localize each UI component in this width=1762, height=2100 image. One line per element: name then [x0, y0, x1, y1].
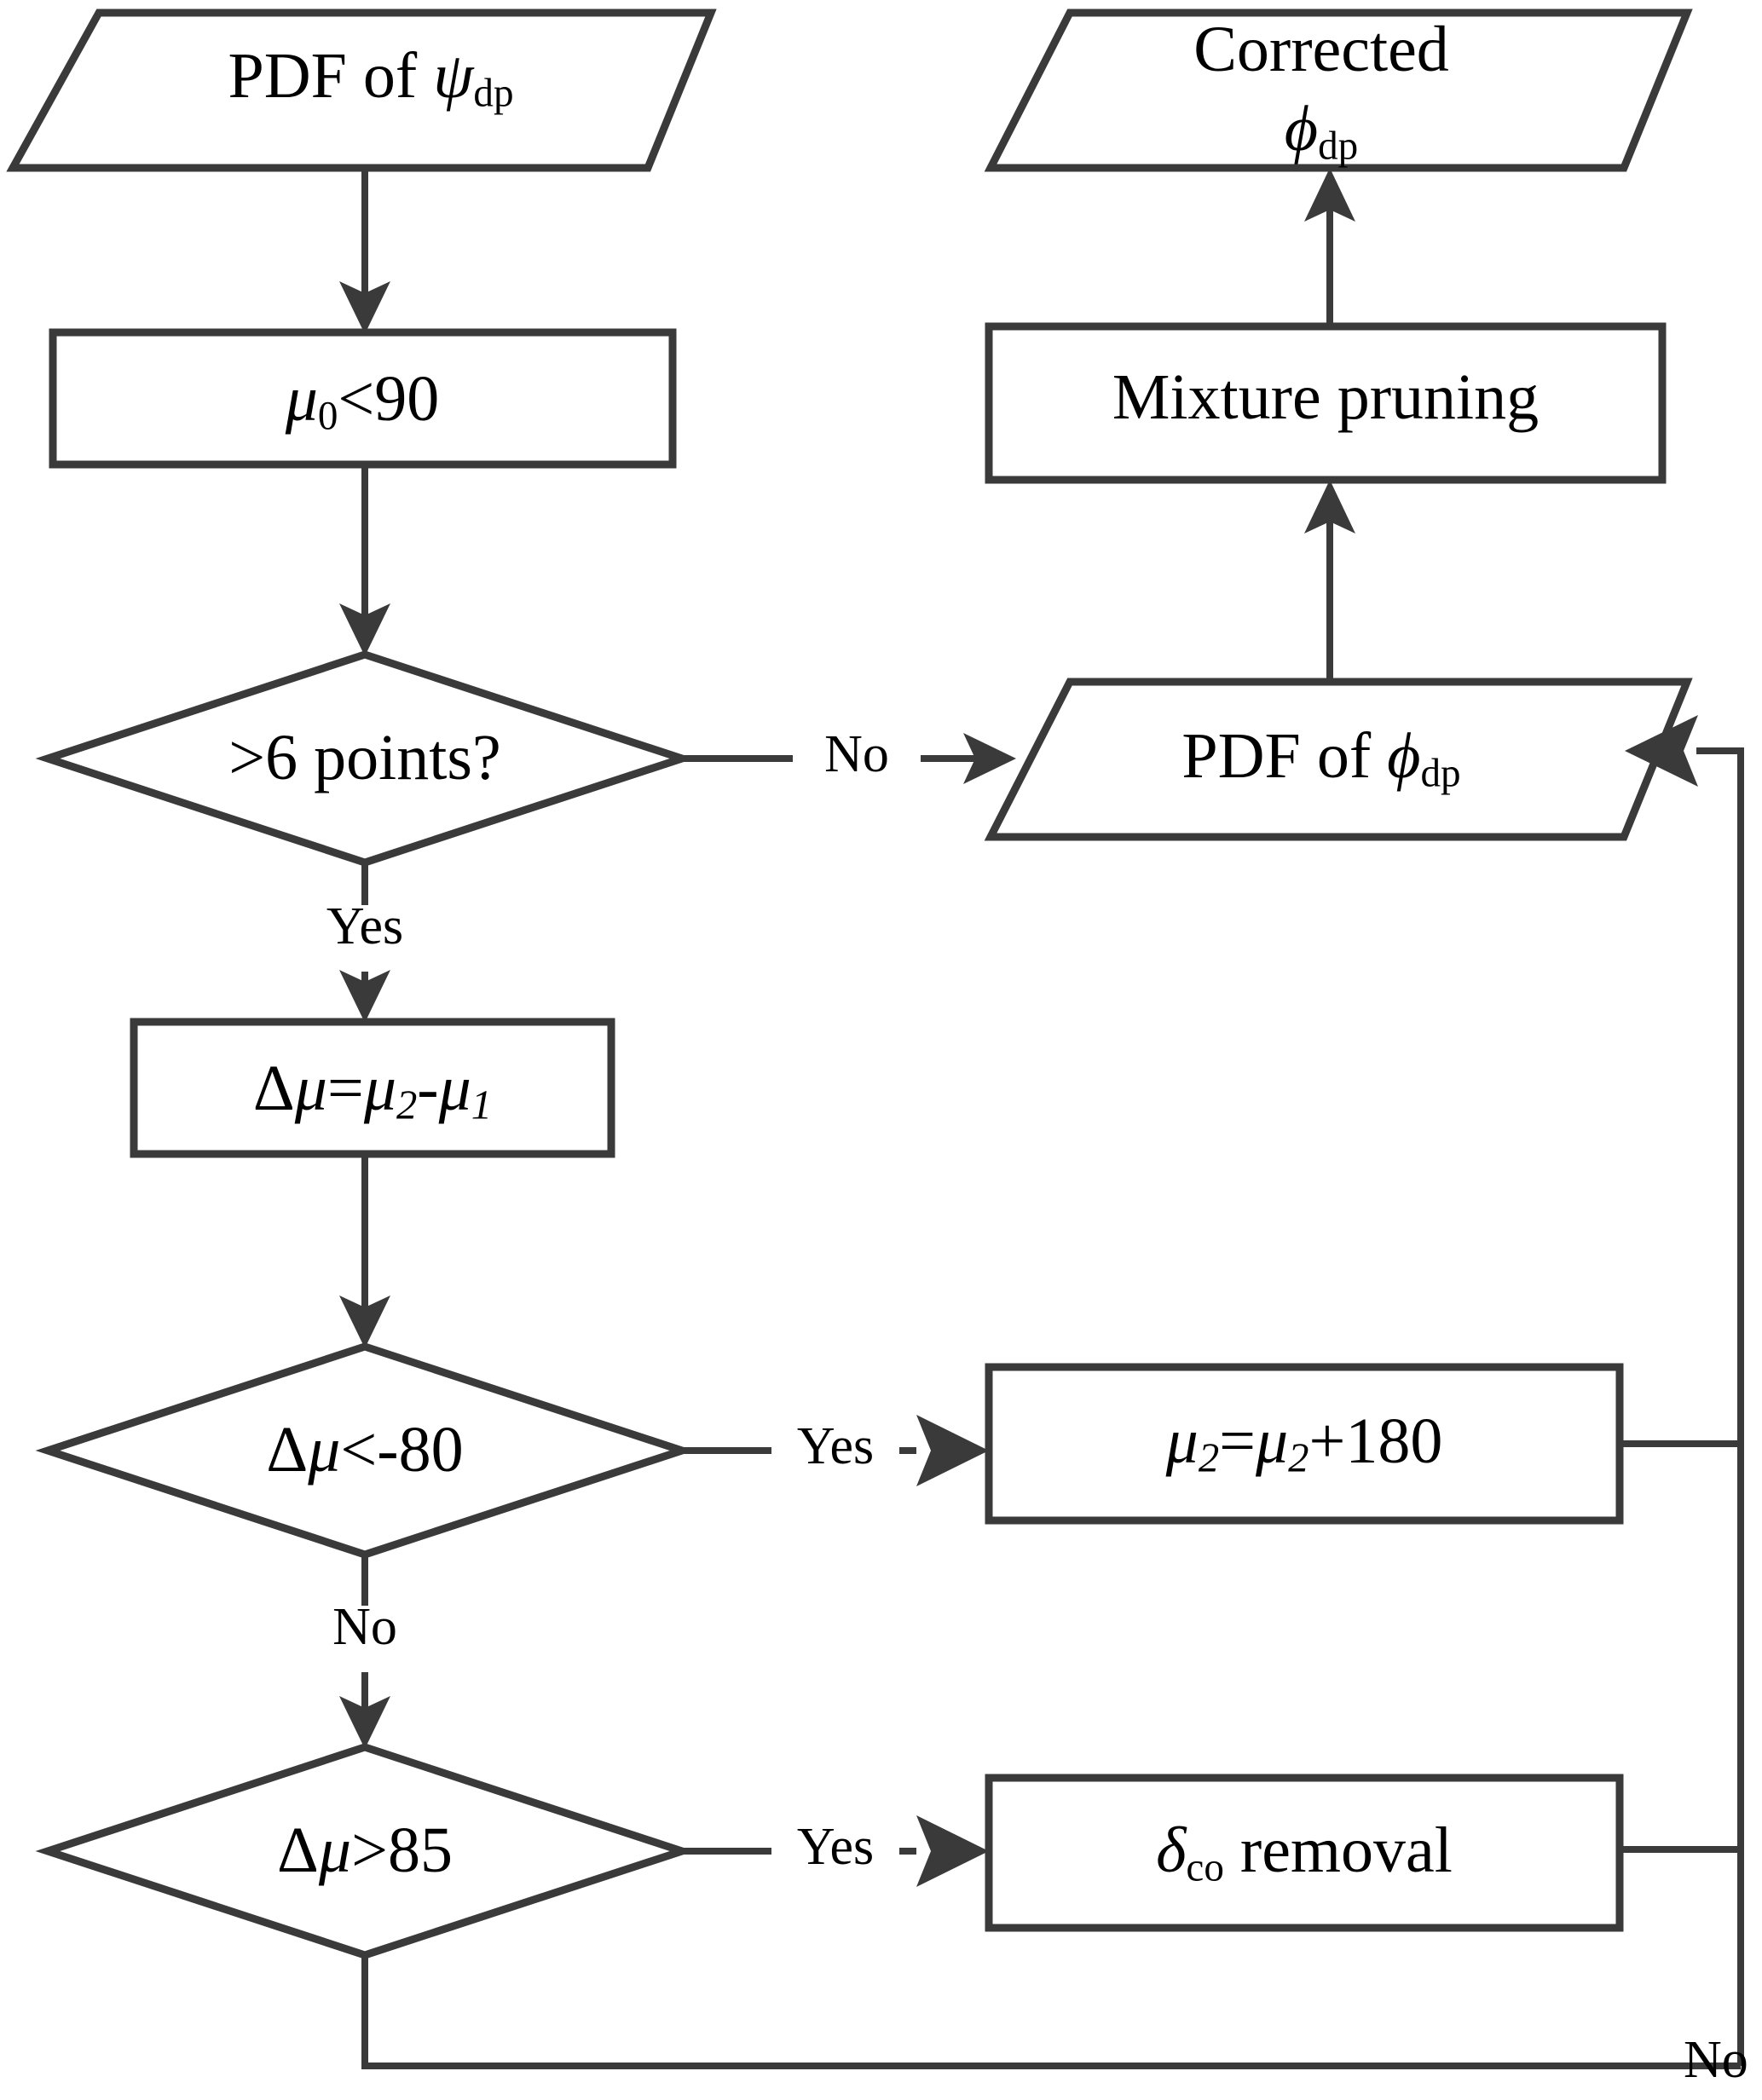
node-gt6-points-shape[interactable]: [35, 650, 695, 867]
arrowhead-lt80-yes: [916, 1415, 989, 1486]
arrowhead-psi-to-mu0: [339, 281, 390, 334]
arrowhead-lt80-no: [339, 1696, 390, 1749]
node-delta-mu-def-shape[interactable]: [130, 1018, 615, 1158]
arrowhead-deltamu-to-lt80: [339, 1295, 390, 1348]
arrowhead-gt6-yes: [339, 970, 390, 1023]
node-pdf-psi-dp-shape[interactable]: [6, 9, 717, 172]
node-delta-mu-lt-neg80-shape[interactable]: [35, 1342, 695, 1559]
edge-return-bus: [1696, 747, 1744, 2066]
edge-label-gt6-yes: Yes: [326, 897, 404, 955]
node-delta-co-removal-shape[interactable]: [985, 1774, 1624, 1932]
arrowhead-gt85-yes: [916, 1815, 989, 1887]
node-corrected-phi-dp-shape[interactable]: [984, 9, 1693, 172]
edge-label-lt80-yes: Yes: [796, 1417, 875, 1475]
edge-label-lt80-no: No: [332, 1598, 397, 1656]
arrowhead-mixture-to-corrected: [1304, 168, 1355, 222]
arrowhead-pdfphi-to-mixture: [1304, 480, 1355, 534]
edge-label-gt85-no: No: [1684, 2031, 1748, 2089]
arrowhead-mu0-to-gt6: [339, 603, 390, 656]
node-mu0-lt-90-shape[interactable]: [49, 328, 677, 469]
arrowhead-return-to-pdf-phi: [1625, 715, 1698, 787]
arrowhead-gt6-no: [963, 733, 1016, 784]
edge-gt85-no-loop: [361, 1955, 1741, 2069]
edge-label-gt85-yes: Yes: [796, 1818, 875, 1876]
edge-label-gt6-no: No: [824, 725, 889, 783]
node-mu2-plus-180-shape[interactable]: [985, 1363, 1624, 1525]
node-delta-mu-gt-85-shape[interactable]: [35, 1743, 695, 1959]
node-pdf-phi-dp-shape[interactable]: [984, 678, 1693, 841]
node-mixture-pruning-shape[interactable]: [985, 322, 1667, 484]
